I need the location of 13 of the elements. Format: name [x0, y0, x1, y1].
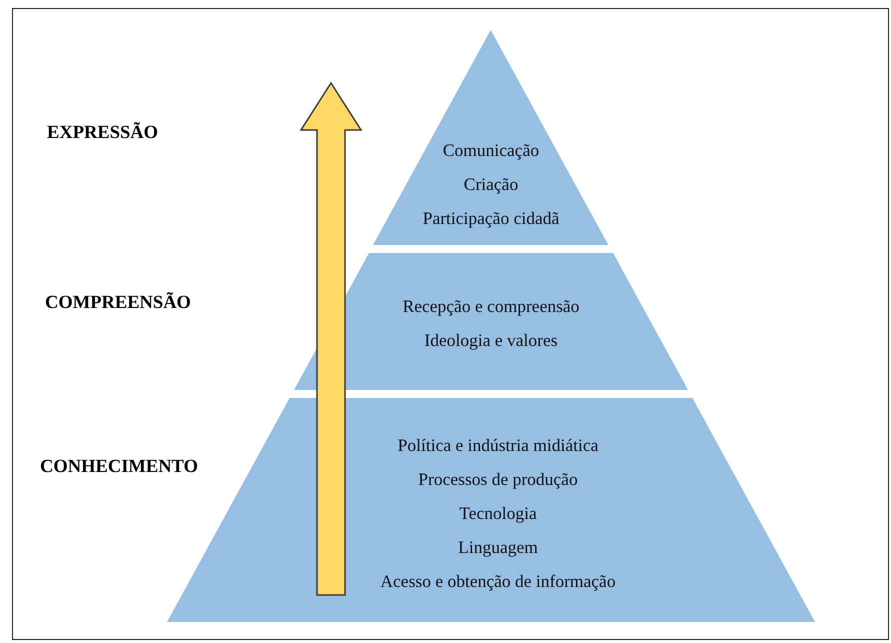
tier-item-text: Tecnologia [459, 502, 537, 525]
tier-item-text: Participação cidadã [422, 207, 560, 230]
tier-item-text: Comunicação [442, 139, 540, 162]
tier-item-text: Recepção e compreensão [402, 295, 580, 318]
tier-item-text: Linguagem [458, 536, 538, 559]
level-heading: EXPRESSÃO [47, 123, 158, 144]
tier-item-text: Processos de produção [418, 468, 578, 491]
tier-item-text: Política e indústria midiática [398, 434, 598, 457]
level-heading: CONHECIMENTO [40, 457, 198, 478]
tier-item-text: Ideologia e valores [424, 329, 558, 352]
level-heading: COMPREENSÃO [45, 293, 191, 314]
tier-item-text: Criação [464, 173, 518, 196]
tier-item-text: Acesso e obtenção de informação [380, 570, 616, 593]
